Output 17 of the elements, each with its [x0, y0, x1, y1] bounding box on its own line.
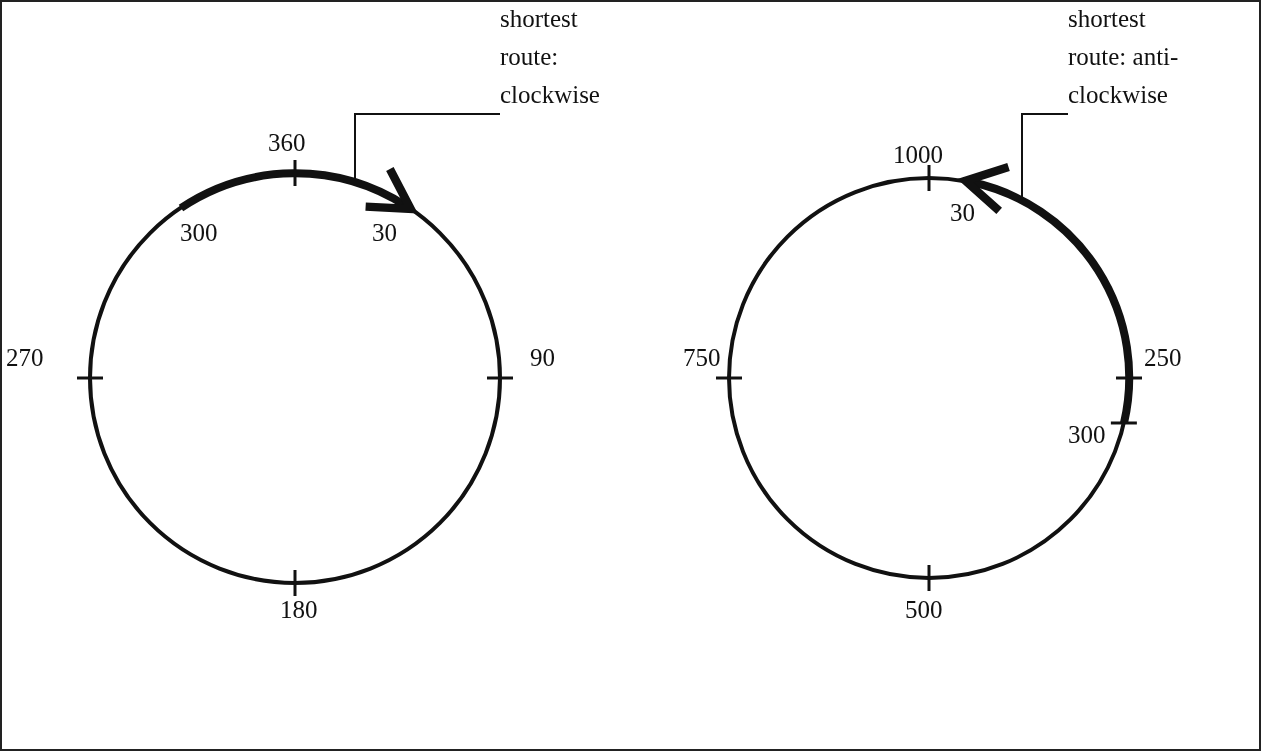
callout-text: shortest route: anti- clockwise	[1068, 0, 1180, 114]
tick-label: 180	[280, 595, 318, 625]
tick-label: 300	[180, 218, 218, 248]
route-arc	[179, 165, 416, 214]
tick-label: 30	[950, 198, 975, 228]
callout-text: shortest route: clockwise	[500, 0, 625, 114]
tick-label: 90	[530, 343, 555, 373]
tick-label: 750	[683, 343, 721, 373]
tick-label: 360	[268, 128, 306, 158]
leader-line	[1021, 113, 1069, 198]
leader-line	[354, 113, 501, 179]
tick-label: 250	[1144, 343, 1182, 373]
tick-label: 300	[1068, 420, 1106, 450]
tick-label: 30	[372, 218, 397, 248]
tick-label: 500	[905, 595, 943, 625]
tick-label: 270	[6, 343, 44, 373]
tick-label: 1000	[893, 140, 943, 170]
